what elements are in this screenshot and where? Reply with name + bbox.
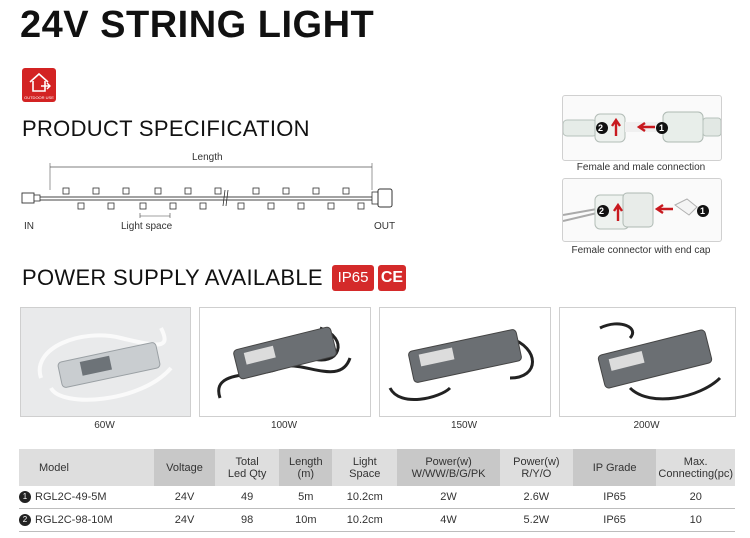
model-value: RGL2C-98-10M — [35, 513, 113, 526]
voltage-cell: 24V — [154, 486, 216, 509]
power-supply-100w-image — [199, 307, 371, 417]
max-connecting-cell: 10 — [656, 508, 735, 532]
table-row: 1 RGL2C-49-5M 24V 49 5m 10.2cm 2W 2.6W IP… — [19, 486, 735, 509]
house-outdoor-icon — [29, 72, 51, 92]
voltage-cell: 24V — [154, 508, 216, 532]
model-value: RGL2C-49-5M — [35, 490, 107, 503]
length-cell: 10m — [279, 508, 333, 532]
model-cell: 1 RGL2C-49-5M — [19, 486, 155, 509]
power-1-cell: 2W — [397, 486, 500, 509]
row-number-badge: 2 — [19, 514, 31, 527]
header-light-space: Light Space — [332, 449, 398, 486]
ip65-badge: IP65 — [332, 265, 374, 291]
table-header-row: Model Voltage Total Led Qty Length (m) L… — [19, 449, 735, 486]
power-1-cell: 4W — [397, 508, 500, 532]
header-power-1: Power(w) W/WW/B/G/PK — [397, 449, 500, 486]
outdoor-use-label: OUTDOOR USE — [24, 95, 54, 100]
end-cap-caption: Female connector with end cap — [571, 245, 711, 256]
light-space-cell: 10.2cm — [332, 508, 398, 532]
header-model: Model — [19, 449, 155, 486]
power-supply-60w-image — [20, 307, 191, 417]
max-connecting-cell: 20 — [656, 486, 735, 509]
specification-table: Model Voltage Total Led Qty Length (m) L… — [19, 449, 735, 532]
psu-150w-drawing — [388, 329, 534, 402]
psu-60w-drawing — [37, 327, 173, 402]
header-ip-grade: IP Grade — [572, 449, 657, 486]
model-cell: 2 RGL2C-98-10M — [19, 508, 155, 532]
female-male-caption: Female and male connection — [576, 162, 706, 173]
power-supply-200w-caption: 200W — [633, 420, 660, 431]
header-voltage: Voltage — [154, 449, 216, 486]
out-label: OUT — [374, 221, 396, 232]
power-supply-60w-caption: 60W — [94, 420, 115, 431]
step-2-label: 2 — [599, 206, 605, 216]
female-end-cap-image: 2 1 — [562, 178, 722, 242]
power-2-cell: 5.2W — [499, 508, 573, 532]
power-supply-100w-caption: 100W — [270, 420, 298, 431]
spec-heading: PRODUCT SPECIFICATION — [22, 116, 310, 141]
page-title: 24V STRING LIGHT — [20, 4, 375, 46]
female-male-connection-image: 2 1 — [562, 95, 722, 161]
ip-grade-cell: IP65 — [572, 486, 657, 509]
outdoor-use-badge: OUTDOOR USE — [22, 68, 56, 102]
header-power-2: Power(w) R/Y/O — [499, 449, 573, 486]
led-qty-cell: 49 — [215, 486, 280, 509]
power-2-cell: 2.6W — [499, 486, 573, 509]
psu-200w-drawing — [597, 322, 722, 401]
header-length: Length (m) — [279, 449, 333, 486]
psu-100w-drawing — [217, 326, 352, 399]
light-space-label: Light space — [121, 221, 173, 232]
in-label: IN — [24, 221, 34, 232]
step-1-label: 1 — [659, 123, 665, 133]
row-number-badge: 1 — [19, 491, 31, 504]
power-supply-150w-image — [379, 307, 551, 417]
light-space-cell: 10.2cm — [332, 486, 398, 509]
connector-drawing — [562, 111, 722, 143]
end-cap-drawing — [562, 192, 709, 230]
ce-badge: CE — [378, 265, 406, 291]
string-light-diagram: Length IN OUT Light space — [20, 150, 410, 240]
power-supply-150w-caption: 150W — [450, 420, 478, 431]
led-qty-cell: 98 — [215, 508, 280, 532]
header-total-led-qty: Total Led Qty — [215, 449, 280, 486]
header-max-connecting: Max. Connecting(pc) — [656, 449, 735, 486]
length-cell: 5m — [279, 486, 333, 509]
length-label: Length — [192, 152, 223, 163]
string-light-drawing — [21, 163, 393, 218]
step-2-label: 2 — [598, 123, 604, 133]
ip-grade-cell: IP65 — [572, 508, 657, 532]
power-supply-heading: POWER SUPPLY AVAILABLE — [22, 265, 323, 290]
power-supply-200w-image — [559, 307, 736, 417]
step-1-label: 1 — [700, 206, 706, 216]
